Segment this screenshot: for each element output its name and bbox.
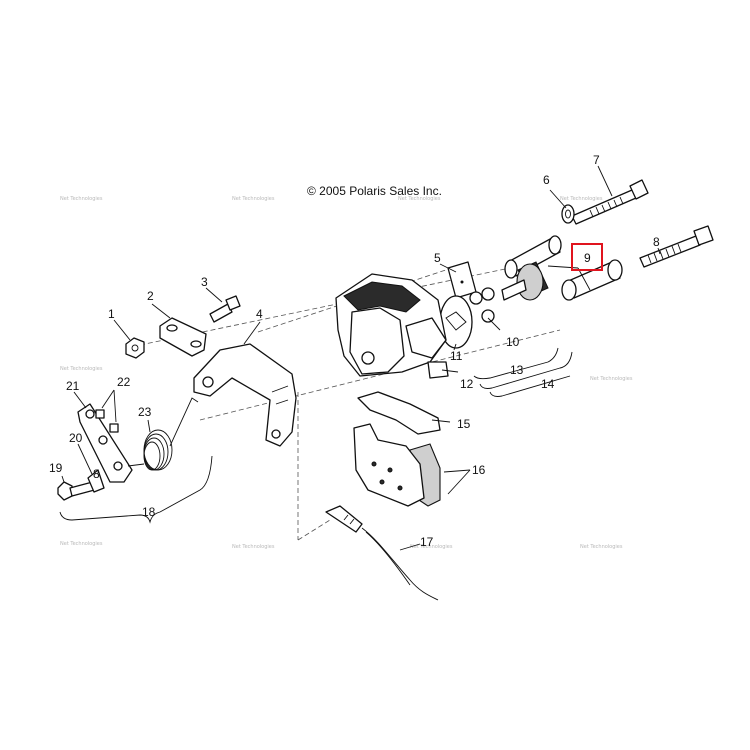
sleeve-upper (504, 235, 562, 279)
shim-part-15 (357, 391, 441, 435)
watermark: Net Technologies (232, 196, 275, 202)
watermark: Net Technologies (580, 544, 623, 550)
highlight-box (571, 243, 603, 271)
watermark: Net Technologies (398, 196, 441, 202)
callout-6: 6 (543, 173, 550, 187)
watermark: Net Technologies (410, 544, 453, 550)
callout-4: 4 (256, 307, 263, 321)
callout-21: 21 (66, 379, 80, 393)
callout-1: 1 (108, 307, 115, 321)
link-part-2 (159, 317, 207, 357)
sleeve-part-9 (561, 259, 623, 301)
caliper-body (335, 273, 449, 379)
callout-5: 5 (434, 251, 441, 265)
callout-10: 10 (506, 335, 520, 349)
copyright-text: © 2005 Polaris Sales Inc. (307, 184, 442, 198)
callout-15: 15 (457, 417, 471, 431)
nut-part-1 (125, 337, 145, 359)
bolt-part-8 (639, 225, 714, 268)
callout-18: 18 (142, 505, 156, 519)
pins-part-22 (95, 409, 119, 433)
callout-2: 2 (147, 289, 154, 303)
callout-17: 17 (420, 535, 434, 549)
callout-11: 11 (450, 349, 463, 363)
watermark: Net Technologies (232, 544, 275, 550)
callout-23: 23 (138, 405, 152, 419)
watermark: Net Technologies (60, 366, 103, 372)
assembly-centerlines (139, 261, 561, 541)
callout-16: 16 (472, 463, 486, 477)
group-brackets (59, 347, 573, 524)
callout-22: 22 (117, 375, 131, 389)
callout-7: 7 (593, 153, 600, 167)
callout-labels: 1 2 3 4 5 6 7 8 9 10 11 12 13 14 15 16 1… (49, 153, 660, 549)
callout-20: 20 (69, 431, 83, 445)
callout-19: 19 (49, 461, 63, 475)
watermark: Net Technologies (560, 196, 603, 202)
callout-3: 3 (201, 275, 208, 289)
bolt-part-7 (571, 179, 649, 225)
callout-9: 9 (584, 251, 591, 265)
callout-14: 14 (541, 377, 555, 391)
watermark: Net Technologies (60, 196, 103, 202)
bracket-part-4 (193, 343, 297, 447)
plate-part-5 (447, 261, 477, 299)
watermark: Net Technologies (60, 541, 103, 547)
bolt-part-3 (209, 295, 241, 323)
spring-part-23 (127, 397, 199, 471)
cam-assembly-part-10-11 (439, 261, 549, 349)
brake-pads-part-16 (353, 423, 441, 507)
callout-12: 12 (460, 377, 474, 391)
clip-part-20 (87, 469, 105, 493)
callout-8-lower: 8 (93, 467, 100, 481)
lever-part-21 (77, 403, 133, 483)
leader-lines (61, 165, 661, 551)
watermark: Net Technologies (590, 376, 633, 382)
callout-8: 8 (653, 235, 660, 249)
callout-13: 13 (510, 363, 524, 377)
cable-part-17 (325, 505, 439, 601)
washer-part-6 (561, 204, 575, 224)
